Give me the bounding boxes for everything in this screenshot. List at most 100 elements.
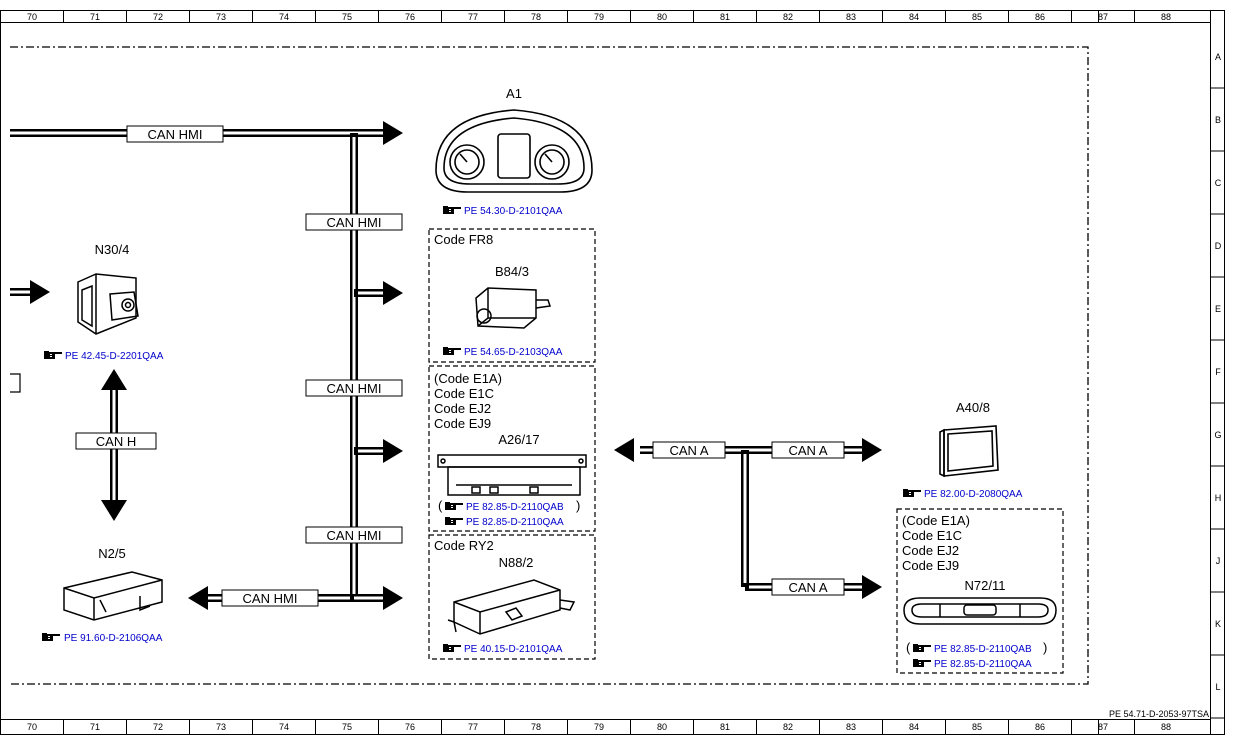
n88-2-code: Code RY2 <box>434 538 494 553</box>
pointing-hand-icon <box>913 644 931 652</box>
row-letter: L <box>1215 682 1220 692</box>
column-number: 77 <box>468 722 478 732</box>
b84-3-ref[interactable]: PE 54.65-D-2103QAA <box>464 347 563 358</box>
bus-label-can-hmi-5: CAN HMI <box>221 589 319 607</box>
svg-text:CAN HMI: CAN HMI <box>327 528 382 543</box>
bus-label-can-hmi-1: CAN HMI <box>126 125 224 143</box>
n2-5-ref[interactable]: PE 91.60-D-2106QAA <box>64 633 163 644</box>
pointing-hand-icon <box>42 633 60 641</box>
n30-4-input-arrow <box>10 280 50 304</box>
pointing-hand-icon <box>44 351 62 359</box>
column-number: 73 <box>216 12 226 22</box>
column-number: 72 <box>153 722 163 732</box>
column-number: 71 <box>90 12 100 22</box>
n72-11-ref-2[interactable]: PE 82.85-D-2110QAA <box>934 659 1032 670</box>
row-letter: B <box>1215 115 1221 125</box>
a26-17-code-4: Code EJ9 <box>434 416 491 431</box>
can-a-bus <box>614 438 882 599</box>
component-a26-17: (Code E1A) Code E1C Code EJ2 Code EJ9 A2… <box>434 371 587 528</box>
component-n30-4: N30/4 PE 42.45-D-2201QAA <box>44 242 164 362</box>
column-number: 72 <box>153 12 163 22</box>
frame <box>0 10 1225 735</box>
instrument-cluster-icon <box>435 109 593 193</box>
n2-5-label: N2/5 <box>98 546 125 561</box>
column-number: 76 <box>405 722 415 732</box>
display-icon <box>939 425 999 478</box>
a26-17-code-1: (Code E1A) <box>434 371 502 386</box>
bus-label-can-a-2: CAN A <box>771 441 845 459</box>
a40-8-ref[interactable]: PE 82.00-D-2080QAA <box>924 489 1023 500</box>
row-letter: G <box>1214 430 1221 440</box>
column-number: 79 <box>594 12 604 22</box>
can-hmi-arrows <box>188 121 403 610</box>
a26-17-label: A26/17 <box>498 432 539 447</box>
pointing-hand-icon <box>903 489 921 497</box>
n88-2-ref[interactable]: PE 40.15-D-2101QAA <box>464 644 563 655</box>
control-panel-icon <box>903 597 1057 625</box>
row-letter: C <box>1215 178 1222 188</box>
column-number: 81 <box>720 722 730 732</box>
a26-17-ref-1[interactable]: PE 82.85-D-2110QAB <box>466 502 564 513</box>
svg-text:CAN HMI: CAN HMI <box>327 215 382 230</box>
document-code: PE 54.71-D-2053-97TSA <box>1109 709 1209 719</box>
n72-11-paren-close: ) <box>1043 640 1047 655</box>
column-number: 88 <box>1161 722 1171 732</box>
column-number: 81 <box>720 12 730 22</box>
column-number: 80 <box>657 12 667 22</box>
svg-text:CAN HMI: CAN HMI <box>327 381 382 396</box>
column-number: 74 <box>279 12 289 22</box>
a1-label: A1 <box>506 86 522 101</box>
pointing-hand-icon <box>445 517 463 525</box>
pointing-hand-icon <box>445 502 463 510</box>
n30-4-ref[interactable]: PE 42.45-D-2201QAA <box>65 351 164 362</box>
row-letter: F <box>1215 367 1221 377</box>
a26-17-ref-2[interactable]: PE 82.85-D-2110QAA <box>466 517 564 528</box>
pointing-hand-icon <box>443 347 461 355</box>
column-number: 83 <box>846 12 856 22</box>
column-number: 73 <box>216 722 226 732</box>
column-number: 86 <box>1035 722 1045 732</box>
column-number: 84 <box>909 12 919 22</box>
column-number: 79 <box>594 722 604 732</box>
a26-17-code-2: Code E1C <box>434 386 494 401</box>
rear-camera-icon <box>475 287 551 329</box>
column-number: 85 <box>972 722 982 732</box>
module-boundary <box>10 46 1089 685</box>
n72-11-ref-1[interactable]: PE 82.85-D-2110QAB <box>934 644 1032 655</box>
column-number: 84 <box>909 722 919 732</box>
column-number: 82 <box>783 722 793 732</box>
n72-11-label: N72/11 <box>965 578 1006 593</box>
svg-text:CAN A: CAN A <box>669 443 708 458</box>
pointing-hand-icon <box>443 644 461 652</box>
svg-text:CAN A: CAN A <box>788 580 827 595</box>
row-letter: K <box>1215 619 1221 629</box>
svg-text:CAN H: CAN H <box>96 434 136 449</box>
pointing-hand-icon <box>443 206 461 214</box>
n72-11-paren-open: ( <box>906 640 911 655</box>
svg-text:CAN HMI: CAN HMI <box>243 591 298 606</box>
n72-11-code-2: Code E1C <box>902 528 962 543</box>
column-number: 78 <box>531 12 541 22</box>
a26-17-paren-open: ( <box>438 498 443 513</box>
column-number: 70 <box>27 12 37 22</box>
column-number: 85 <box>972 12 982 22</box>
a1-ref[interactable]: PE 54.30-D-2101QAA <box>464 206 563 217</box>
a26-17-paren-close: ) <box>576 498 580 513</box>
column-number: 75 <box>342 722 352 732</box>
row-letter: E <box>1215 304 1221 314</box>
a40-8-label: A40/8 <box>956 400 990 415</box>
column-number: 75 <box>342 12 352 22</box>
n72-11-code-4: Code EJ9 <box>902 558 959 573</box>
head-unit-icon <box>437 454 587 496</box>
row-letter: D <box>1215 241 1222 251</box>
n88-2-label: N88/2 <box>499 555 534 570</box>
bus-label-can-hmi-4: CAN HMI <box>305 526 403 544</box>
column-number: 78 <box>531 722 541 732</box>
column-number: 87 <box>1098 722 1108 732</box>
row-letter: A <box>1215 52 1221 62</box>
